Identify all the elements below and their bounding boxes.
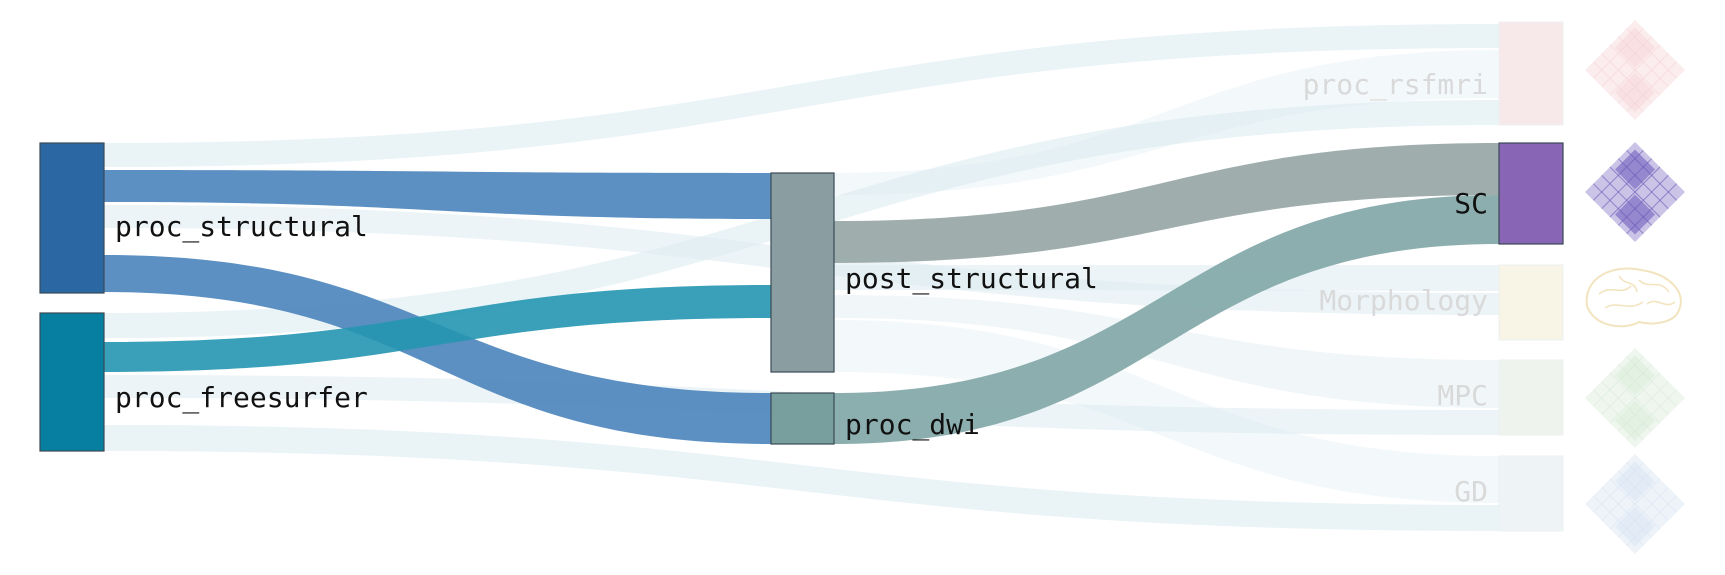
link-proc-structural-to-post-structural[interactable] xyxy=(104,170,771,219)
node-gd[interactable] xyxy=(1498,455,1564,532)
node-morphology[interactable] xyxy=(1498,264,1564,341)
node-proc-rsfmri[interactable] xyxy=(1498,21,1564,126)
node-post-structural[interactable] xyxy=(770,172,835,373)
node-label-proc-structural: proc_structural xyxy=(115,210,368,244)
link-proc-freesurfer-to-post-structural[interactable] xyxy=(104,285,771,372)
matrix-diamond-icon-mpc xyxy=(1585,348,1685,448)
link-post-structural-to-gd[interactable] xyxy=(834,320,1499,503)
output-icons-group xyxy=(1585,20,1685,554)
node-sc[interactable] xyxy=(1498,142,1564,245)
node-label-post-structural: post_structural xyxy=(845,262,1098,296)
link-post-structural-to-proc-rsfmri[interactable] xyxy=(834,50,1499,195)
link-proc-freesurfer-to-gd[interactable] xyxy=(104,425,1499,531)
active-links-group xyxy=(104,143,1499,444)
matrix-diamond-icon-sc xyxy=(1585,142,1685,242)
matrix-diamond-icon-proc-rsfmri xyxy=(1585,20,1685,120)
node-label-proc-dwi: proc_dwi xyxy=(845,408,980,442)
node-label-gd: GD xyxy=(1454,475,1488,508)
link-proc-structural-to-proc-rsfmri[interactable] xyxy=(104,24,1499,167)
link-proc-structural-to-proc-dwi[interactable] xyxy=(104,255,771,444)
link-post-structural-to-sc[interactable] xyxy=(834,143,1499,263)
matrix-diamond-icon-gd xyxy=(1585,454,1685,554)
node-label-morphology: Morphology xyxy=(1319,284,1488,317)
link-proc-dwi-to-sc[interactable] xyxy=(834,195,1499,444)
brain-icon-morphology xyxy=(1585,267,1682,328)
node-label-proc-freesurfer: proc_freesurfer xyxy=(115,381,368,415)
node-label-proc-rsfmri: proc_rsfmri xyxy=(1303,68,1488,102)
node-label-sc: SC xyxy=(1454,187,1488,220)
link-post-structural-to-morphology[interactable] xyxy=(834,265,1499,291)
link-post-structural-to-mpc[interactable] xyxy=(834,295,1499,408)
nodes-group xyxy=(39,21,1564,532)
node-label-mpc: MPC xyxy=(1437,379,1488,412)
labels-group: proc_structural proc_freesurfer post_struc… xyxy=(115,68,1488,508)
node-proc-freesurfer[interactable] xyxy=(39,312,105,452)
node-proc-structural[interactable] xyxy=(39,142,105,294)
node-proc-dwi[interactable] xyxy=(770,392,835,445)
node-mpc[interactable] xyxy=(1498,359,1564,436)
